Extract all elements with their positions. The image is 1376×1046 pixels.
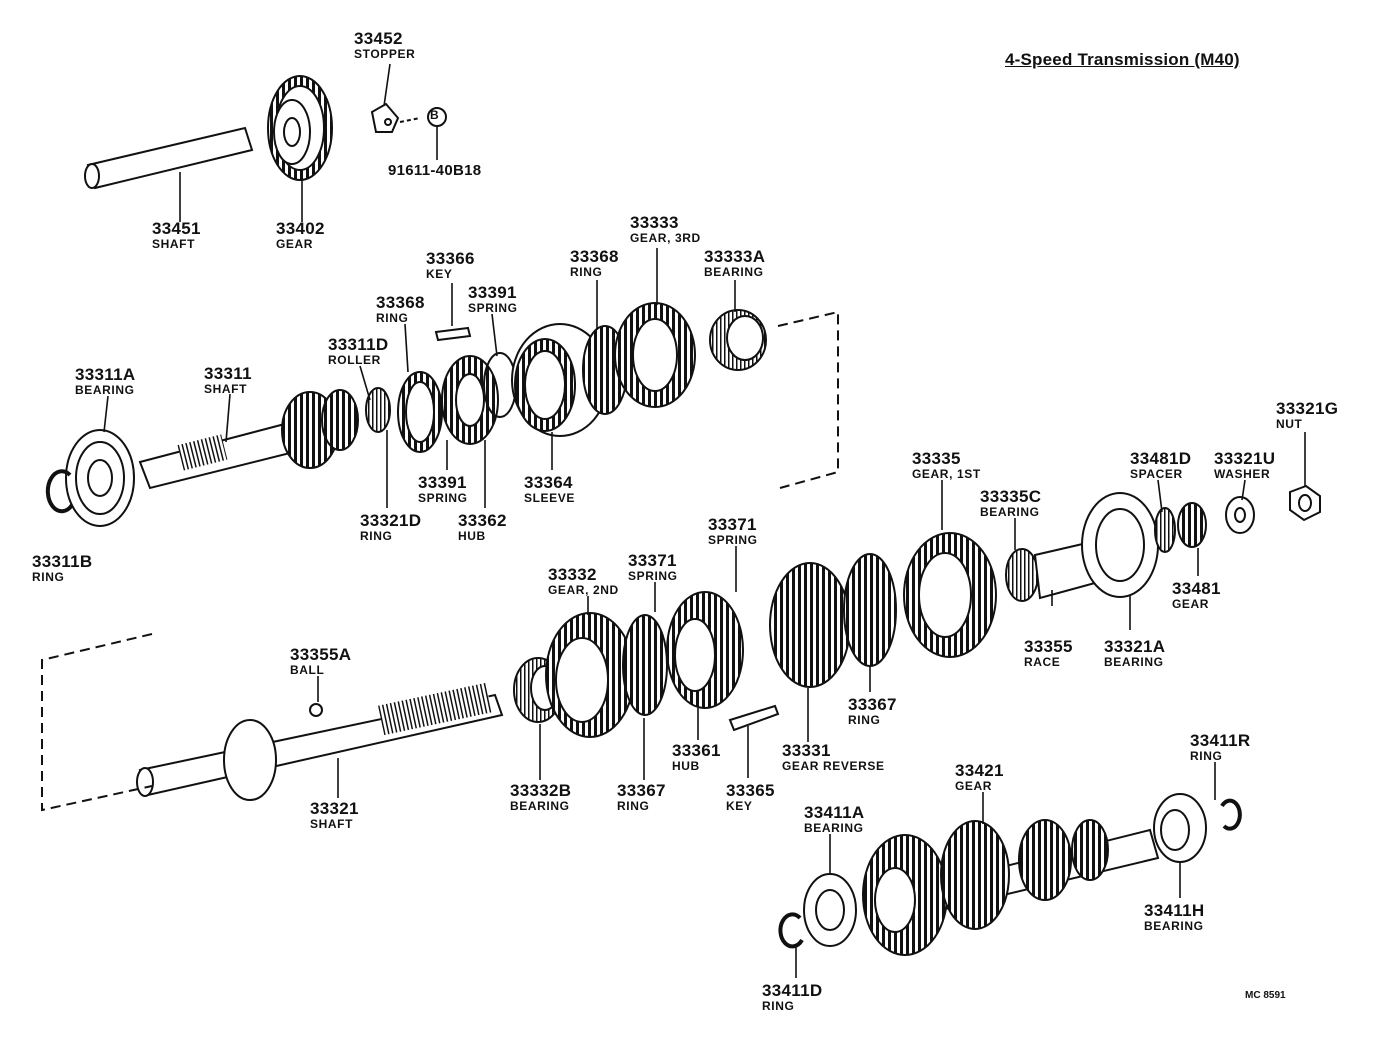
counter-gear-33421	[862, 819, 1160, 956]
sync-ring-33367-a	[622, 614, 668, 716]
speedo-gear-33481	[1177, 502, 1207, 548]
sync-ring-33368-a	[397, 371, 443, 453]
bolt-symbol-letter: B	[430, 108, 439, 122]
needle-bearing-33333A	[709, 309, 767, 371]
needle-bearing-33335C	[1005, 548, 1039, 602]
bearing-33411A	[803, 873, 857, 947]
bearing-33411H	[1153, 793, 1207, 863]
reverse-gear-33331	[769, 562, 851, 688]
input-bearing-33311A	[65, 429, 135, 527]
second-gear-33332	[545, 612, 635, 738]
snap-ring-33311B	[45, 469, 74, 514]
hub-33362	[441, 355, 499, 445]
spacer-33481D	[1154, 507, 1176, 553]
leader-lines	[103, 63, 1306, 978]
ball-33355A	[309, 703, 323, 717]
third-gear-33333	[614, 302, 696, 408]
roller-33311D	[365, 387, 391, 433]
snap-ring-33411D	[778, 912, 804, 949]
upper-assembly-dashed-guide	[777, 310, 839, 489]
stopper-33452	[370, 102, 421, 133]
input-gear-teeth	[281, 389, 359, 469]
output-shaft-33321	[136, 682, 504, 801]
washer-33321U	[1225, 496, 1255, 534]
input-shaft-33311	[138, 418, 312, 490]
reference-code: MC 8591	[1245, 990, 1286, 1001]
idler-gear-33402	[267, 75, 333, 181]
idler-shaft-33451	[84, 126, 254, 190]
key-33366	[434, 326, 472, 342]
key-33365	[728, 704, 780, 732]
nut-33321G	[1289, 484, 1321, 522]
diagram-title: 4-Speed Transmission (M40)	[1005, 50, 1240, 69]
first-gear-33335	[903, 532, 997, 658]
bearing-33321A	[1081, 492, 1159, 598]
callout-91611-40B18: 91611-40B18	[388, 162, 482, 179]
snap-ring-33411R	[1220, 798, 1242, 831]
hub-33361	[666, 591, 744, 709]
lower-assembly-dashed-guide	[41, 633, 153, 812]
sync-ring-33367-b	[843, 553, 897, 667]
